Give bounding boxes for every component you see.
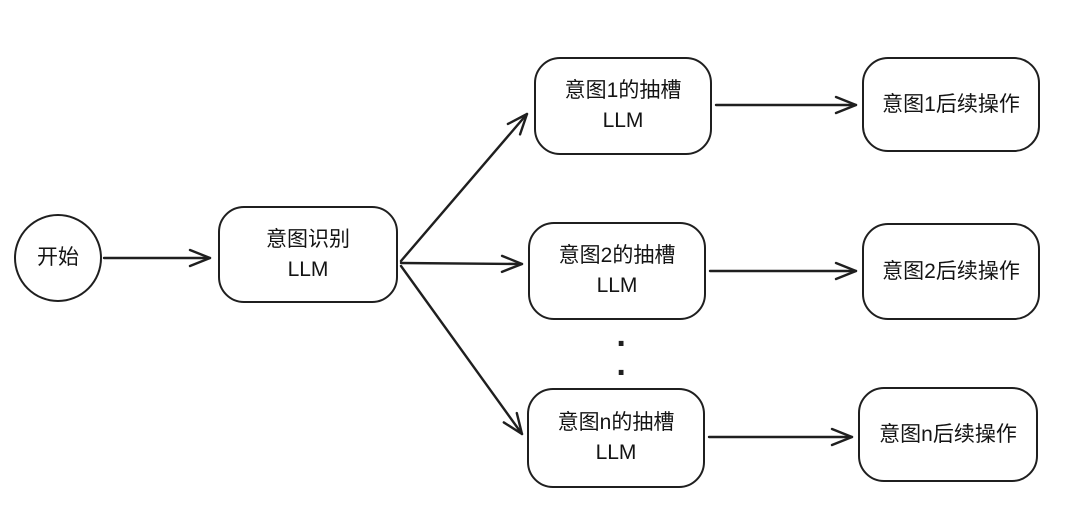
node-slot-filling-llm-intent1-label-line1: 意图1的抽槽 [564, 79, 682, 102]
node-slot-filling-llm-intent2-label-line2: LLM [596, 274, 638, 297]
arrow-intent-to-slot1 [399, 112, 529, 263]
node-followup-action-intent1: 意图1后续操作 [862, 57, 1040, 152]
node-followup-action-intent1-label: 意图1后续操作 [882, 92, 1020, 116]
node-slot-filling-llm-intent2: 意图2的抽槽 LLM [528, 222, 706, 320]
node-intent-recognition-llm-label-line1: 意图识别 [266, 227, 350, 251]
node-slot-filling-llm-intent1: 意图1的抽槽 LLM [534, 57, 712, 155]
node-followup-action-intent2-label: 意图2后续操作 [882, 259, 1020, 283]
arrow-intent-to-slot2 [399, 254, 524, 274]
node-intent-recognition-llm: 意图识别 LLM [218, 206, 398, 303]
node-intent-recognition-llm-label-line2: LLM [287, 257, 329, 281]
node-followup-action-intentn-label: 意图n后续操作 [879, 422, 1017, 446]
arrow-intent-to-slotn [399, 264, 524, 436]
node-slot-filling-llm-intentn: 意图n的抽槽 LLM [527, 388, 705, 488]
node-start-label: 开始 [37, 246, 79, 269]
node-slot-filling-llm-intent1-label-line2: LLM [602, 109, 644, 132]
node-followup-action-intentn: 意图n后续操作 [858, 387, 1038, 482]
node-start: 开始 [14, 214, 102, 302]
node-slot-filling-llm-intent2-label-line1: 意图2的抽槽 [558, 244, 676, 267]
node-followup-action-intent2: 意图2后续操作 [862, 223, 1040, 320]
node-slot-filling-llm-intentn-label-line1: 意图n的抽槽 [557, 411, 675, 434]
node-slot-filling-llm-intentn-label-line2: LLM [595, 441, 637, 464]
